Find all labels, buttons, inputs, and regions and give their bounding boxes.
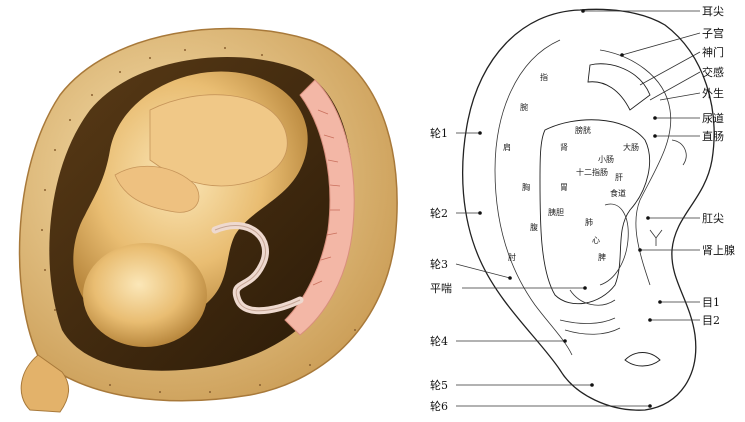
inner-label-6: 肝	[615, 173, 623, 182]
fetus-head	[83, 243, 207, 347]
inner-label-13: 胸	[522, 182, 530, 192]
inner-label-0: 膀胱	[575, 125, 591, 135]
inner-label-5: 食道	[610, 188, 626, 198]
inner-label-16: 腕	[520, 102, 528, 112]
inner-label-7: 脾	[598, 252, 606, 262]
right-label-9: 目1	[702, 296, 720, 309]
right-label-5: 尿道	[702, 111, 724, 125]
fetus-illustration	[20, 29, 398, 412]
inner-label-3: 十二指肠	[576, 167, 608, 177]
inner-label-15: 肘	[508, 253, 516, 262]
inner-label-2: 小肠	[598, 155, 614, 164]
inner-label-14: 肩	[503, 142, 511, 152]
inner-label-12: 腹	[530, 222, 538, 232]
inner-label-9: 心	[592, 236, 600, 245]
ear-outline	[463, 9, 714, 410]
left-label-1: 轮2	[430, 206, 448, 220]
left-label-2: 轮3	[430, 257, 448, 271]
left-label-3: 平喘	[430, 282, 452, 295]
right-label-1: 子宫	[702, 26, 724, 40]
right-label-8: 肾上腺	[702, 243, 735, 257]
right-label-0: 耳尖	[702, 5, 724, 18]
right-label-6: 直肠	[702, 129, 724, 143]
inner-label-8: 肺	[585, 218, 593, 227]
right-label-10: 目2	[702, 314, 720, 327]
left-label-6: 轮6	[430, 399, 448, 413]
left-label-4: 轮4	[430, 334, 448, 348]
inner-label-10: 肾	[560, 143, 568, 152]
right-label-4: 外生	[702, 86, 724, 100]
inner-label-17: 指	[540, 72, 548, 82]
inner-label-11: 胰胆	[548, 207, 564, 217]
right-label-3: 交感	[702, 65, 724, 79]
right-label-2: 神门	[702, 45, 724, 59]
right-label-7: 肛尖	[702, 212, 724, 225]
left-label-5: 轮5	[430, 378, 448, 392]
left-label-0: 轮1	[430, 126, 448, 140]
ear-diagram: 膀胱 大肠 小肠 十二指肠 胃 食道 肝 脾 肺 心 肾 胰胆 腹 胸 肩 肘 …	[430, 5, 735, 413]
inner-label-1: 大肠	[623, 142, 639, 152]
inner-label-4: 胃	[560, 183, 568, 192]
